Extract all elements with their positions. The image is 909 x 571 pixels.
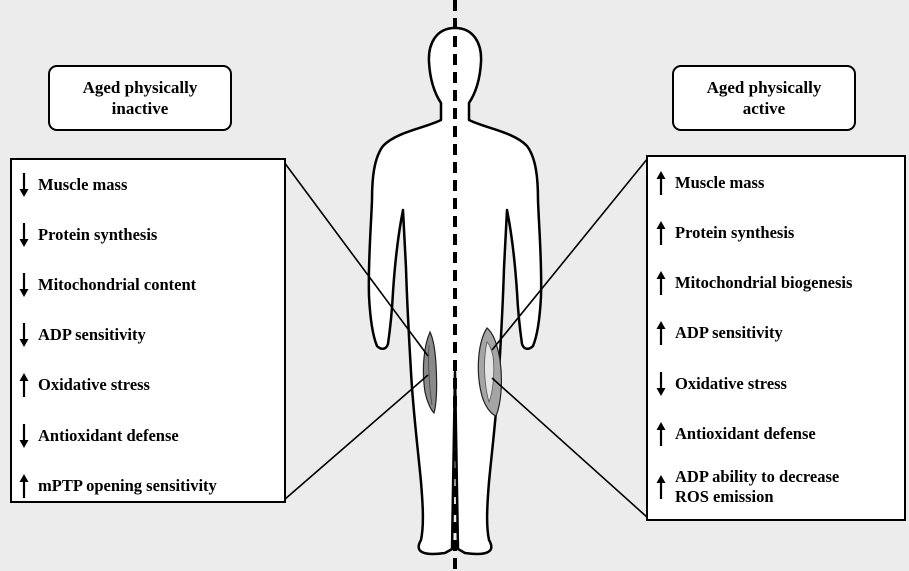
left-effect-label: Mitochondrial content [38, 275, 196, 295]
arrow-down-icon [18, 423, 30, 449]
right-connector-bottom [492, 378, 648, 518]
right-effect-item: Oxidative stress [655, 371, 787, 397]
left-effect-item: Muscle mass [18, 172, 127, 198]
arrow-down-icon [655, 371, 667, 397]
arrow-up-icon [655, 270, 667, 296]
left-effect-item: Protein synthesis [18, 222, 157, 248]
right-effect-label: ADP ability to decrease [675, 467, 839, 487]
left-effect-item: Antioxidant defense [18, 423, 179, 449]
left-effect-label: Antioxidant defense [38, 426, 179, 446]
left-effect-text: Mitochondrial content [38, 275, 196, 295]
right-title-line2: active [743, 98, 785, 119]
left-effect-text: Protein synthesis [38, 225, 157, 245]
right-effect-label-line2: ROS emission [675, 487, 839, 507]
arrow-down-icon [18, 172, 30, 198]
right-effect-text: Protein synthesis [675, 223, 794, 243]
arrow-down-icon [18, 272, 30, 298]
right-effect-text: Antioxidant defense [675, 424, 816, 444]
left-effect-label: Muscle mass [38, 175, 127, 195]
left-title-line1: Aged physically [83, 77, 198, 98]
right-effect-text: Mitochondrial biogenesis [675, 273, 852, 293]
left-effect-text: ADP sensitivity [38, 325, 146, 345]
right-title-box: Aged physically active [672, 65, 856, 131]
arrow-up-icon [655, 474, 667, 500]
left-effect-text: Oxidative stress [38, 375, 150, 395]
left-connector-bottom [284, 375, 428, 500]
left-effect-item: ADP sensitivity [18, 322, 146, 348]
arrow-up-icon [18, 372, 30, 398]
arrow-up-icon [655, 320, 667, 346]
arrow-up-icon [655, 170, 667, 196]
arrow-down-icon [18, 222, 30, 248]
right-effect-text: Oxidative stress [675, 374, 787, 394]
left-effect-label: ADP sensitivity [38, 325, 146, 345]
left-effect-label: Protein synthesis [38, 225, 157, 245]
right-effect-text: ADP sensitivity [675, 323, 783, 343]
arrow-up-icon [655, 421, 667, 447]
left-title-box: Aged physically inactive [48, 65, 232, 131]
arrow-up-icon [18, 473, 30, 499]
left-effect-item: Mitochondrial content [18, 272, 196, 298]
left-effect-item: mPTP opening sensitivity [18, 473, 217, 499]
arrow-up-icon [655, 220, 667, 246]
left-effect-label: Oxidative stress [38, 375, 150, 395]
right-effect-label: Muscle mass [675, 173, 764, 193]
arrow-down-icon [18, 322, 30, 348]
right-effect-text: Muscle mass [675, 173, 764, 193]
left-effect-label: mPTP opening sensitivity [38, 476, 217, 496]
right-effect-label: Protein synthesis [675, 223, 794, 243]
right-title-line1: Aged physically [707, 77, 822, 98]
right-effect-item: Protein synthesis [655, 220, 794, 246]
right-effect-item: Mitochondrial biogenesis [655, 270, 852, 296]
right-effect-item: Antioxidant defense [655, 421, 816, 447]
left-effect-text: Antioxidant defense [38, 426, 179, 446]
right-effect-label: Oxidative stress [675, 374, 787, 394]
left-effect-item: Oxidative stress [18, 372, 150, 398]
right-effect-item: Muscle mass [655, 170, 764, 196]
left-title-line2: inactive [112, 98, 169, 119]
right-effect-label: Antioxidant defense [675, 424, 816, 444]
right-effect-item: ADP sensitivity [655, 320, 783, 346]
left-effect-text: mPTP opening sensitivity [38, 476, 217, 496]
left-effect-text: Muscle mass [38, 175, 127, 195]
right-effect-label: Mitochondrial biogenesis [675, 273, 852, 293]
right-effect-label: ADP sensitivity [675, 323, 783, 343]
